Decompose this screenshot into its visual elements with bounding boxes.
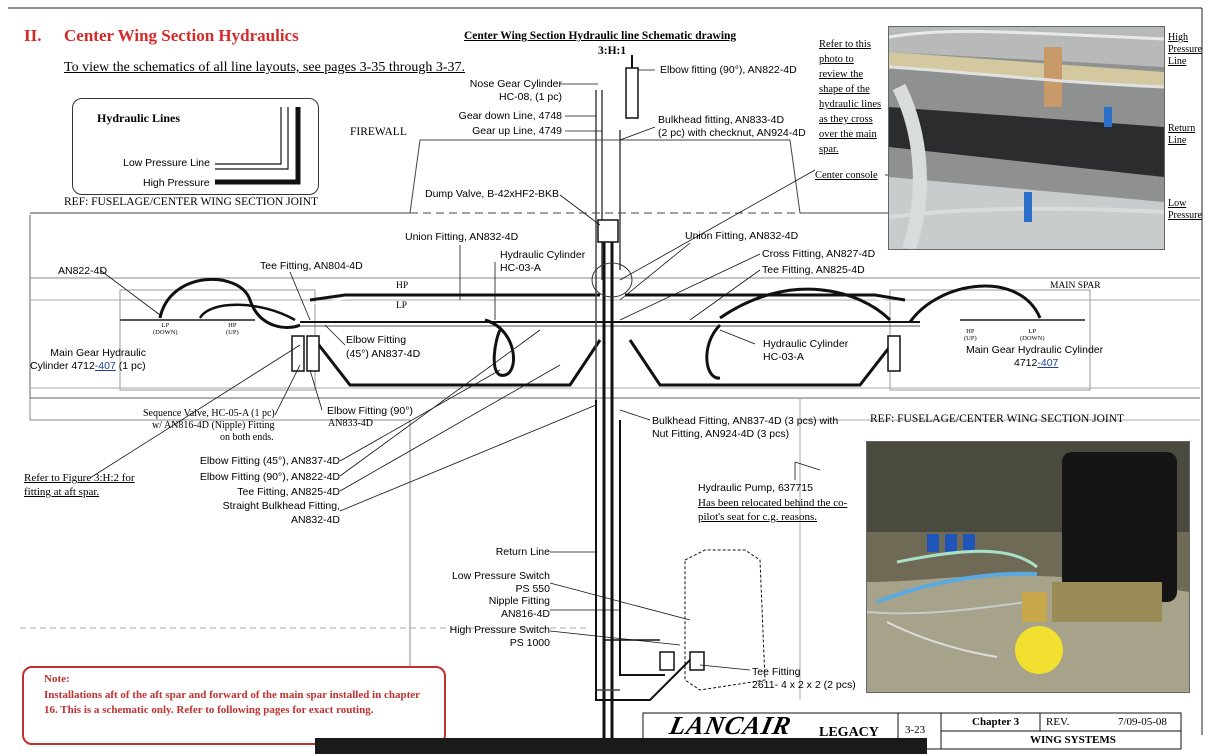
label-union-left: Union Fitting, AN832-4D <box>405 231 519 243</box>
label-list-tee: Tee Fitting, AN825-4D <box>237 486 340 498</box>
footer-chapter: Chapter 3 <box>972 716 1020 728</box>
lp-label: LP <box>396 301 408 311</box>
label-elbow45-mid-2: (45°) AN837-4D <box>346 348 421 360</box>
label-union-right: Union Fitting, AN832-4D <box>685 230 799 242</box>
port-lp-down-right: LP (DOWN) <box>1020 328 1045 342</box>
label-hps-1: High Pressure Switch <box>449 624 550 636</box>
label-bulkhead-mid-2: Nut Fitting, AN924-4D (3 pcs) <box>652 428 790 440</box>
port-hp-up-left: HP (UP) <box>226 322 239 336</box>
label-list-bulkhead-1: Straight Bulkhead Fitting, <box>222 500 340 512</box>
label-dump-valve: Dump Valve, B-42xHF2-BKB <box>425 188 560 200</box>
note-title: Note: <box>44 673 70 685</box>
photo-spar-lines-art <box>889 27 1164 249</box>
label-main-gear-right-1: Main Gear Hydraulic Cylinder <box>966 344 1104 356</box>
label-elbow90-1: Elbow Fitting (90°) <box>327 405 413 417</box>
intro-text: To view the schematics of all line layou… <box>64 60 466 75</box>
footer-section: WING SYSTEMS <box>1030 734 1116 746</box>
link-407-left[interactable]: -407 <box>94 360 116 372</box>
port-hp-up-right: HP (UP) <box>964 328 977 342</box>
label-hyd-cyl-top-1: Hydraulic Cylinder <box>500 249 586 261</box>
section-title: Center Wing Section Hydraulics <box>64 26 299 45</box>
label-main-gear-right-2: 4712-407 <box>1014 357 1059 369</box>
main-spar-label: MAIN SPAR <box>1050 281 1101 291</box>
legend-high-pressure: High Pressure <box>143 177 210 189</box>
note-text: Installations aft of the aft spar and fo… <box>44 689 420 716</box>
label-hps-2: PS 1000 <box>509 637 550 649</box>
schematic-title: Center Wing Section Hydraulic line Schem… <box>464 30 737 42</box>
section-number: II. <box>24 26 42 45</box>
label-main-gear-left-1: Main Gear Hydraulic <box>50 347 146 359</box>
label-nose-gear-2: HC-08, (1 pc) <box>498 91 562 103</box>
figure-number: 3:H:1 <box>598 45 627 57</box>
footer-page-number: 3-23 <box>905 724 926 736</box>
ref-joint-top: REF: FUSELAGE/CENTER WING SECTION JOINT <box>64 196 319 208</box>
label-list-elbow45: Elbow Fitting (45°), AN837-4D <box>199 455 340 467</box>
label-cross-fitting: Cross Fitting, AN827-4D <box>762 248 876 260</box>
label-nose-gear-1: Nose Gear Cylinder <box>469 78 562 90</box>
refer-figure-2[interactable]: fitting at aft spar. <box>24 486 100 498</box>
label-gear-up: Gear up Line, 4749 <box>472 125 562 137</box>
ref-joint-bottom: REF: FUSELAGE/CENTER WING SECTION JOINT <box>870 413 1125 425</box>
label-elbow-fitting-top: Elbow fitting (90°), AN822-4D <box>660 64 797 76</box>
label-pump-1: Hydraulic Pump, 637715 <box>698 482 813 494</box>
firewall-label: FIREWALL <box>350 126 407 138</box>
hydraulic-lines-legend: Hydraulic Lines Low Pressure Line High P… <box>72 98 319 195</box>
label-main-gear-left-2: Cylinder 4712-407 (1 pc) <box>30 360 146 372</box>
label-elbow90-2: AN833-4D <box>328 418 373 429</box>
refer-photo-text: Refer to this photo to review the shape … <box>819 39 882 155</box>
label-sequence-3: on both ends. <box>220 432 274 443</box>
footer-rev: REV. <box>1046 716 1070 728</box>
link-407-right[interactable]: -407 <box>1037 357 1059 369</box>
label-bulkhead-mid-1: Bulkhead Fitting, AN837-4D (3 pcs) with <box>652 415 839 427</box>
label-bulkhead-top-2: (2 pc) with checknut, AN924-4D <box>658 127 806 139</box>
label-sequence-2: w/ AN816-4D (Nipple) Fitting <box>152 420 275 431</box>
photo-hydraulic-pump-art <box>867 442 1189 692</box>
label-nipple-1: Nipple Fitting <box>488 595 550 607</box>
label-tee-bottom-1: Tee Fitting <box>752 666 801 678</box>
label-pump-2: Has been relocated behind the co- <box>698 497 848 509</box>
footer-model: LEGACY <box>819 725 879 740</box>
legend-low-pressure: Low Pressure Line <box>123 157 210 169</box>
label-hyd-cyl-top-2: HC-03-A <box>500 262 541 274</box>
label-lps-2: PS 550 <box>515 583 550 595</box>
label-return-line: Return Line <box>495 546 550 558</box>
label-list-elbow90: Elbow Fitting (90°), AN822-4D <box>199 471 340 483</box>
label-pump-3: pilot's seat for c.g. reasons. <box>698 511 817 523</box>
label-elbow45-mid-1: Elbow Fitting <box>346 334 407 346</box>
bottom-overlay-bar <box>315 738 927 754</box>
label-list-bulkhead-2: AN832-4D <box>290 514 340 526</box>
label-sequence-1: Sequence Valve, HC-05-A (1 pc) <box>143 408 275 419</box>
photo-spar-lines <box>888 26 1165 250</box>
label-bulkhead-top-1: Bulkhead fitting, AN833-4D <box>658 114 785 126</box>
note-box: Note: Installations aft of the aft spar … <box>22 666 446 745</box>
label-hyd-cyl-right-2: HC-03-A <box>763 351 804 363</box>
label-tee-bottom-2: 2611- 4 x 2 x 2 (2 pcs) <box>752 679 856 691</box>
hp-label: HP <box>396 281 409 291</box>
legend-title: Hydraulic Lines <box>97 111 181 125</box>
footer-date: 7/09-05-08 <box>1118 716 1167 728</box>
label-nipple-2: AN816-4D <box>500 608 550 620</box>
lancair-logo: LANCAIR <box>667 711 795 740</box>
legend-line-samples <box>215 107 301 185</box>
label-gear-down: Gear down Line, 4748 <box>458 110 562 122</box>
label-lps-1: Low Pressure Switch <box>451 570 550 582</box>
label-tee-left: Tee Fitting, AN804-4D <box>260 260 363 272</box>
label-an822-left: AN822-4D <box>58 265 108 277</box>
label-tee-right: Tee Fitting, AN825-4D <box>762 264 865 276</box>
center-console-label: Center console <box>815 170 878 181</box>
photo-hydraulic-pump <box>866 441 1190 693</box>
label-hyd-cyl-right-1: Hydraulic Cylinder <box>763 338 849 350</box>
refer-figure-1[interactable]: Refer to Figure 3:H:2 for <box>24 472 135 484</box>
port-lp-down-left: LP (DOWN) <box>153 322 178 336</box>
